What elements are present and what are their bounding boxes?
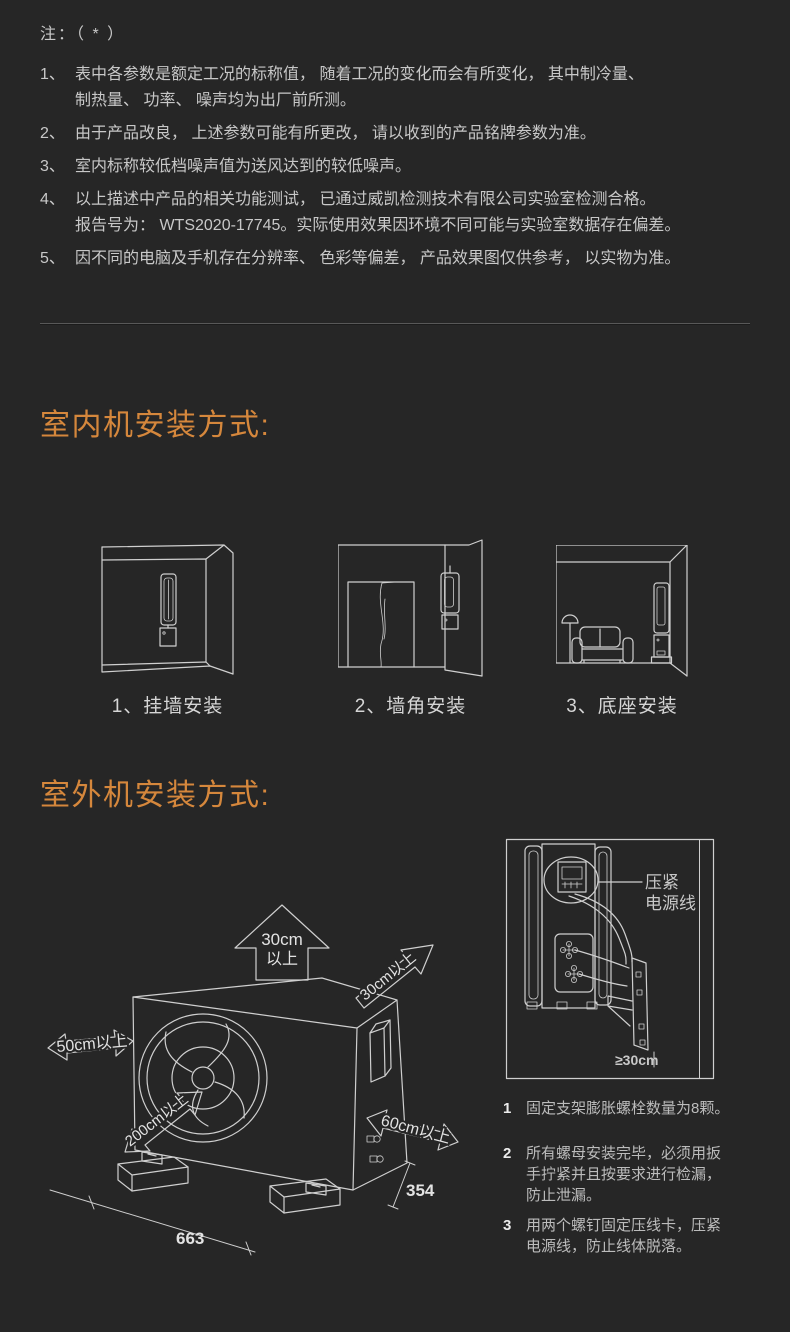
notes-section: 注：（ * ） 1、 表中各参数是额定工况的标称值， 随着工况的变化而会有所变化… bbox=[40, 22, 756, 279]
note-text: 因不同的电脑及手机存在分辨率、 色彩等偏差， 产品效果图仅供参考， 以实物为准。 bbox=[75, 250, 681, 267]
clearance-label-top-2: 以上 bbox=[266, 950, 298, 968]
note-item-2: 2、 由于产品改良， 上述参数可能有所更改， 请以收到的产品铭牌参数为准。 bbox=[40, 121, 756, 147]
note-number: 2、 bbox=[40, 125, 65, 142]
clamp-label-1: 压紧 bbox=[645, 873, 679, 892]
note-text: 室内标称较低档噪声值为送风达到的较低噪声。 bbox=[75, 158, 412, 175]
figure-caption: 2、墙角安装 bbox=[354, 696, 467, 717]
clearance-arrow-left bbox=[47, 1029, 134, 1061]
step-text: 所有螺母安装完毕，必须用扳 手拧紧并且按要求进行检漏， 防止泄漏。 bbox=[526, 1145, 722, 1204]
unit-back-view bbox=[524, 843, 612, 1010]
clearance-arrow-front bbox=[124, 1091, 203, 1153]
dimension-lines bbox=[49, 1160, 416, 1256]
clamp-label-2: 电源线 bbox=[645, 894, 696, 913]
figure-corner-mount: 2、墙角安装 bbox=[338, 539, 483, 717]
note-number: 5、 bbox=[40, 250, 65, 267]
note-item-4: 4、 以上描述中产品的相关功能测试， 已通过威凯检测技术有限公司实验室检测合格。… bbox=[40, 187, 756, 239]
outdoor-steps: 1 固定支架膨胀螺栓数量为8颗。 2 所有螺母安装完毕，必须用扳 手拧紧并且按要… bbox=[503, 1098, 763, 1257]
wall-mount-illustration bbox=[101, 544, 234, 675]
clearance-arrow-back bbox=[355, 944, 434, 1009]
note-number: 4、 bbox=[40, 191, 65, 208]
note-number: 1、 bbox=[40, 66, 65, 83]
clearance-label-left: 50cm以上 bbox=[56, 1032, 128, 1056]
note-text: 由于产品改良， 上述参数可能有所更改， 请以收到的产品铭牌参数为准。 bbox=[75, 125, 596, 142]
clearance-arrow-right bbox=[366, 1109, 459, 1151]
indoor-section-heading: 室内机安装方式: bbox=[40, 409, 271, 442]
outdoor-wiring-diagram: 压紧 电源线 ≥30cm bbox=[505, 838, 715, 1080]
clearance-label-right: 60cm以上 bbox=[379, 1111, 452, 1147]
clearance-label-top-1: 30cm bbox=[261, 930, 303, 949]
outdoor-clearance-diagram: 30cm 以上 30cm以上 50cm以上 200cm以上 60cm以上 663… bbox=[47, 904, 459, 1256]
figure-caption: 1、挂墙安装 bbox=[111, 696, 224, 717]
note-item-3: 3、 室内标称较低档噪声值为送风达到的较低噪声。 bbox=[40, 154, 756, 180]
step-text: 用两个螺钉固定压线卡，压紧 电源线，防止线体脱落。 bbox=[526, 1217, 722, 1255]
step-number: 2 bbox=[503, 1145, 512, 1162]
outdoor-section-heading: 室外机安装方式: bbox=[40, 779, 271, 812]
dimension-width-label: 663 bbox=[176, 1229, 204, 1248]
step-1: 1 固定支架膨胀螺栓数量为8颗。 bbox=[503, 1098, 763, 1119]
bracket-clearance-label: ≥30cm bbox=[615, 1052, 659, 1068]
step-number: 1 bbox=[503, 1100, 512, 1117]
dimension-depth-label: 354 bbox=[406, 1181, 435, 1200]
floor-base-illustration bbox=[556, 545, 688, 677]
corner-mount-illustration bbox=[338, 539, 483, 677]
notes-title: 注：（ * ） bbox=[40, 26, 126, 43]
note-item-1: 1、 表中各参数是额定工况的标称值， 随着工况的变化而会有所变化， 其中制冷量、… bbox=[40, 62, 756, 114]
step-text: 固定支架膨胀螺栓数量为8颗。 bbox=[526, 1100, 730, 1117]
figure-floor-base: 3、底座安装 bbox=[556, 539, 688, 717]
step-2: 2 所有螺母安装完毕，必须用扳 手拧紧并且按要求进行检漏， 防止泄漏。 bbox=[503, 1143, 763, 1206]
section-divider bbox=[40, 323, 750, 324]
note-text: 表中各参数是额定工况的标称值， 随着工况的变化而会有所变化， 其中制冷量、 制热… bbox=[75, 66, 644, 109]
note-text: 以上描述中产品的相关功能测试， 已通过威凯检测技术有限公司实验室检测合格。 报告… bbox=[75, 191, 681, 234]
step-number: 3 bbox=[503, 1217, 512, 1234]
figure-caption: 3、底座安装 bbox=[566, 696, 678, 717]
figure-wall-mount: 1、挂墙安装 bbox=[100, 539, 235, 717]
clearance-label-back: 30cm以上 bbox=[357, 949, 420, 1004]
note-item-5: 5、 因不同的电脑及手机存在分辨率、 色彩等偏差， 产品效果图仅供参考， 以实物… bbox=[40, 246, 756, 272]
outdoor-unit-body bbox=[117, 977, 408, 1214]
note-number: 3、 bbox=[40, 158, 65, 175]
step-3: 3 用两个螺钉固定压线卡，压紧 电源线，防止线体脱落。 bbox=[503, 1215, 763, 1257]
clearance-label-front: 200cm以上 bbox=[122, 1091, 192, 1151]
clearance-arrow-top bbox=[234, 904, 330, 981]
pipes-and-bracket bbox=[568, 893, 649, 1051]
